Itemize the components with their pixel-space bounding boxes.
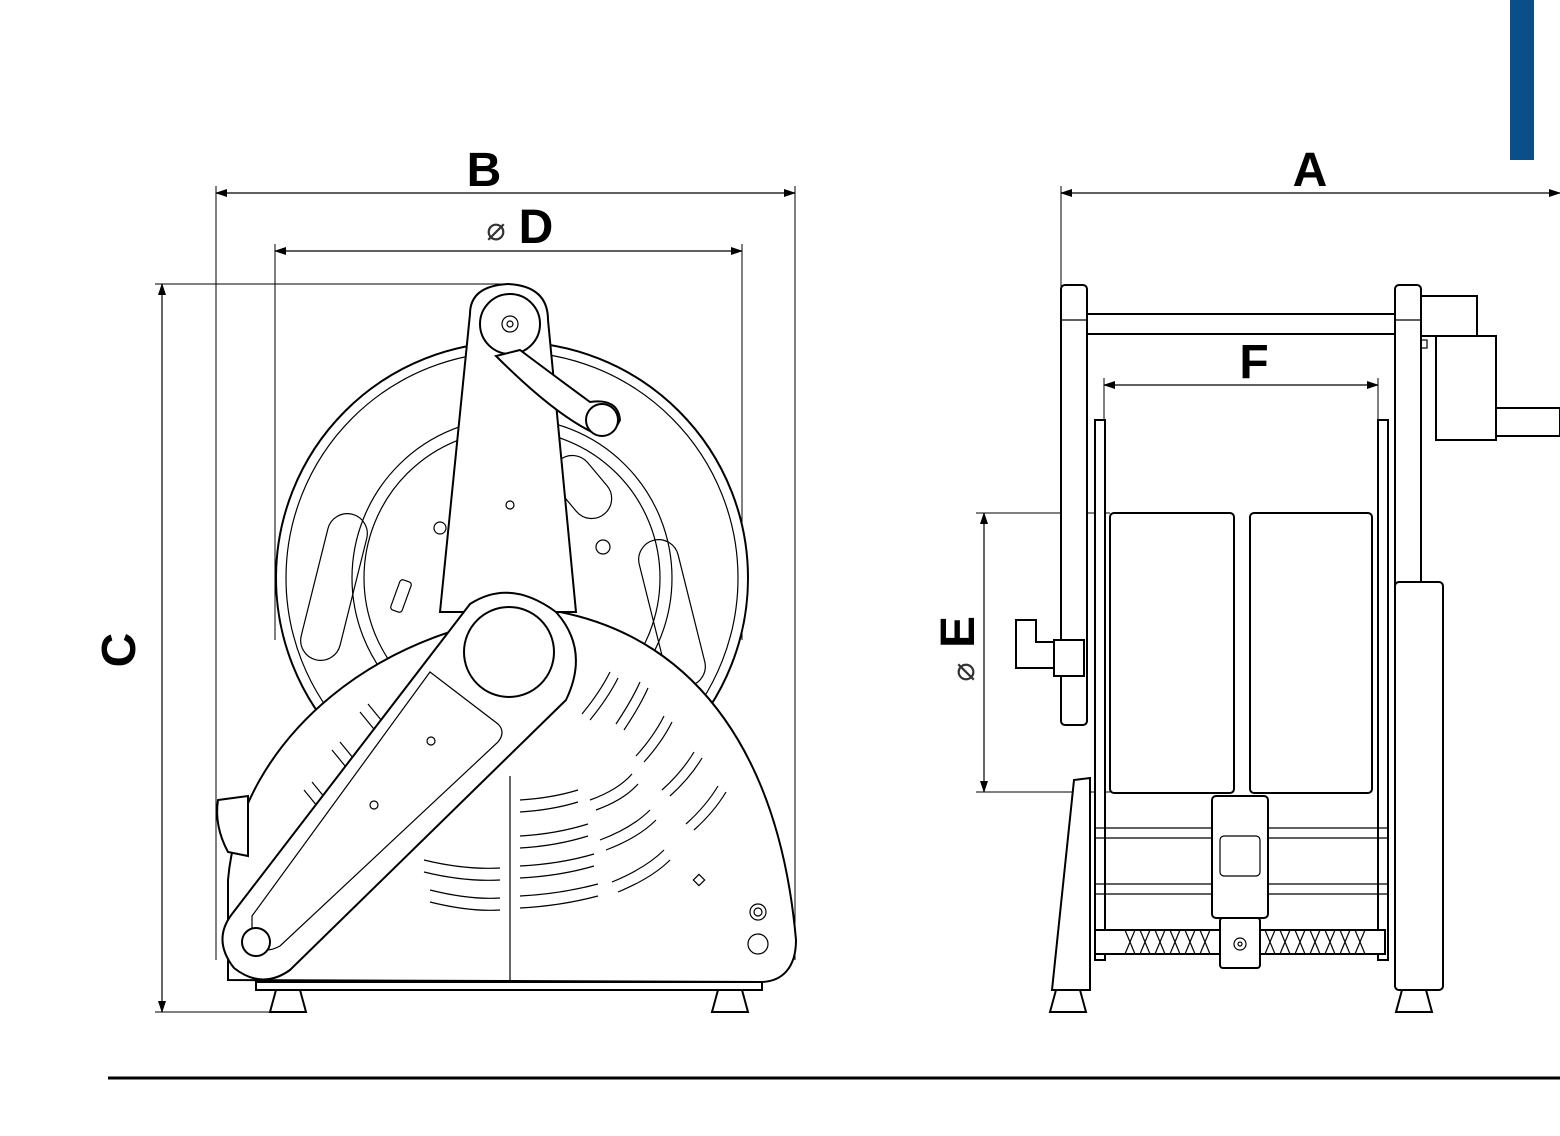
dimension-label-b: B <box>467 144 502 197</box>
dimension-c: C <box>93 283 510 1013</box>
foot-left <box>268 989 308 1013</box>
dimension-label-f: F <box>1239 336 1268 389</box>
crank-housing <box>1420 295 1478 337</box>
dimension-label-a: A <box>1293 144 1328 197</box>
housing-hole <box>747 933 769 955</box>
arm-hole <box>369 800 379 810</box>
front-view: B ⌀ D C <box>93 144 798 1013</box>
arm-pivot-outer <box>479 293 541 355</box>
bolt <box>595 539 611 555</box>
crank-tab <box>1420 339 1428 349</box>
guide-bolt <box>1233 937 1247 951</box>
side-view: A F E ⌀ <box>932 144 1560 1013</box>
right-frame-plate <box>1394 284 1422 621</box>
drum-flange-left <box>1094 419 1106 961</box>
connector <box>390 579 412 613</box>
dimension-b: B <box>215 144 796 960</box>
bolt <box>433 521 447 535</box>
guide-block-inner <box>1219 835 1261 877</box>
accent-bar <box>1510 0 1534 160</box>
foot-right-side <box>1394 989 1434 1013</box>
foot-right <box>710 989 750 1013</box>
arm-pivot-inner <box>501 315 519 333</box>
swivel-mount <box>1053 639 1085 677</box>
arm-pivot-center <box>506 320 514 328</box>
drum-right-half <box>1249 512 1373 794</box>
base-leg-left <box>1050 776 1091 991</box>
disc-slot <box>300 513 368 661</box>
guide-bolt-center <box>1237 941 1243 947</box>
base-side-right <box>1394 581 1444 991</box>
dimension-d: ⌀ D <box>274 201 743 640</box>
housing-hole <box>749 903 767 921</box>
dimension-e: E ⌀ <box>932 512 1110 793</box>
hub-circle <box>463 606 555 698</box>
dimension-label-e: E <box>932 616 985 648</box>
drum-flange-right <box>1377 419 1389 961</box>
arm-end-circle <box>241 927 271 957</box>
dimension-label-c: C <box>93 633 146 668</box>
drum-left-half <box>1109 512 1235 794</box>
housing-hole-inner <box>753 907 763 917</box>
swivel-elbow <box>1015 619 1055 669</box>
guide-roller <box>1219 917 1261 969</box>
housing-marker <box>692 873 706 887</box>
crank-knob <box>585 403 619 437</box>
crank-body <box>1435 335 1497 441</box>
base-plate <box>255 981 763 991</box>
side-knob <box>216 794 249 858</box>
crank-shaft <box>1495 407 1560 437</box>
arm-hole <box>505 500 515 510</box>
top-tie-bar <box>1086 313 1396 335</box>
spring-coils <box>1124 929 1366 955</box>
arm-hole <box>426 736 436 746</box>
left-frame-plate <box>1060 284 1088 726</box>
dimension-a: A <box>1060 144 1560 300</box>
dimension-label-d: D <box>519 201 554 254</box>
diameter-symbol-e: ⌀ <box>944 662 982 681</box>
diameter-symbol-d: ⌀ <box>486 210 505 248</box>
foot-left-side <box>1048 989 1088 1013</box>
dimension-f: F <box>1103 336 1379 430</box>
